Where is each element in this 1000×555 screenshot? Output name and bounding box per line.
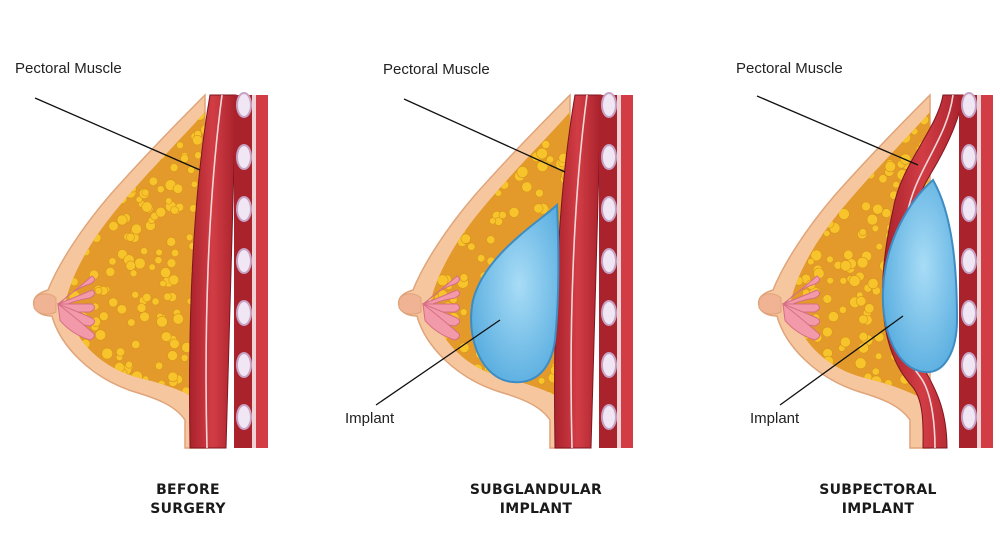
pectoral-muscle-label-3: Pectoral Muscle xyxy=(736,60,843,77)
implant-label-3: Implant xyxy=(750,410,800,427)
rib-wall-line xyxy=(977,95,982,448)
rib-icon xyxy=(961,92,977,118)
gland-lobe xyxy=(782,275,821,305)
gland-lobe xyxy=(57,302,96,341)
gland-lobe xyxy=(782,302,821,341)
caption-1-line-2: SURGERY xyxy=(150,501,226,517)
rib-icon xyxy=(961,248,977,274)
nipple xyxy=(33,293,57,315)
caption-subglandular-implant: SUBGLANDULAR IMPLANT xyxy=(436,481,636,519)
implant-shape xyxy=(881,178,959,374)
caption-before-surgery: BEFORE SURGERY xyxy=(88,481,288,519)
fascia-line xyxy=(570,94,588,449)
caption-2-line-1: SUBGLANDULAR xyxy=(469,482,603,498)
rib-icon xyxy=(601,404,617,430)
pectoral-muscle-label-1: Pectoral Muscle xyxy=(15,60,122,77)
nipple xyxy=(758,293,782,315)
pectoral-muscle-label-2: Pectoral Muscle xyxy=(383,61,490,78)
rib-icon xyxy=(236,300,252,326)
caption-subpectoral-implant: SUBPECTORAL IMPLANT xyxy=(778,481,978,519)
gland-lobe xyxy=(422,275,461,305)
rib-icon xyxy=(961,300,977,326)
rib-icon xyxy=(961,196,977,222)
outer-muscle xyxy=(256,95,268,448)
nipple xyxy=(398,293,422,315)
gland-lobe xyxy=(782,289,821,309)
rib-icon xyxy=(601,196,617,222)
fascia-line xyxy=(205,94,223,449)
rib-icon xyxy=(236,404,252,430)
caption-1-line-1: BEFORE xyxy=(156,482,220,498)
caption-3-line-2: IMPLANT xyxy=(841,501,915,517)
rib-icon xyxy=(961,404,977,430)
leader-line-pectoral-3 xyxy=(756,95,919,166)
rib-icon xyxy=(601,352,617,378)
gland-lobe xyxy=(57,289,96,309)
rib-wall-line xyxy=(617,95,622,448)
rib-icon xyxy=(236,248,252,274)
rib-icon xyxy=(236,92,252,118)
caption-2-line-2: IMPLANT xyxy=(499,501,573,517)
rib-icon xyxy=(236,144,252,170)
mammary-gland xyxy=(33,275,96,341)
rib-icon xyxy=(236,196,252,222)
outer-muscle xyxy=(621,95,633,448)
pectoral-muscle xyxy=(189,94,237,449)
rib-icon xyxy=(601,248,617,274)
leader-line-pectoral-1 xyxy=(34,97,201,171)
leader-line-pectoral-2 xyxy=(403,98,566,173)
leader-line-implant-3 xyxy=(779,315,904,406)
mammary-gland xyxy=(398,275,461,341)
outer-muscle xyxy=(981,95,993,448)
panel-1 xyxy=(32,92,268,449)
rib-icon xyxy=(601,144,617,170)
panel-2 xyxy=(397,92,633,449)
gland-lobe xyxy=(422,289,461,309)
rib-icon xyxy=(601,300,617,326)
rib-icon xyxy=(601,92,617,118)
rib-icon xyxy=(961,144,977,170)
gland-lobe xyxy=(422,302,461,341)
implant-shape xyxy=(470,202,560,384)
rib-icon xyxy=(961,352,977,378)
caption-3-line-1: SUBPECTORAL xyxy=(819,482,937,498)
rib-wall-line xyxy=(252,95,257,448)
mammary-gland xyxy=(758,275,821,341)
leader-line-implant-2 xyxy=(375,319,501,406)
gland-lobe xyxy=(57,275,96,305)
rib-icon xyxy=(236,352,252,378)
implant-label-2: Implant xyxy=(345,410,395,427)
